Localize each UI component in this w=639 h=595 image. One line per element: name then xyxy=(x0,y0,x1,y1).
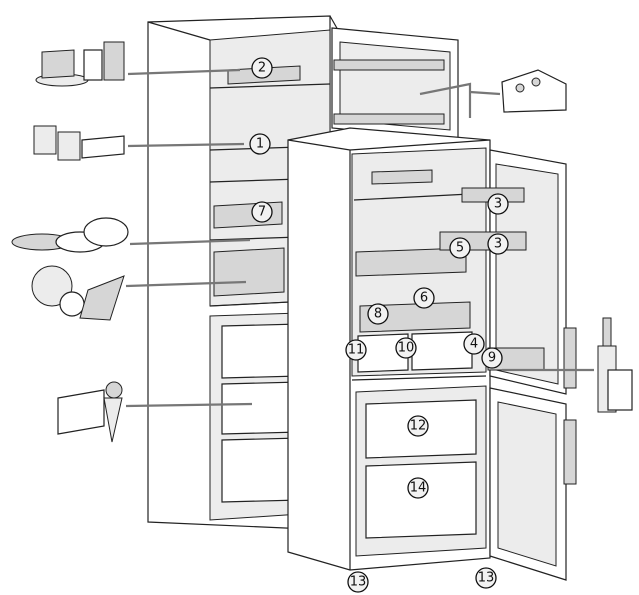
svg-text:1: 1 xyxy=(256,137,264,152)
crisper-10 xyxy=(411,331,473,371)
svg-text:3: 3 xyxy=(494,237,502,252)
vegetables-icon xyxy=(31,265,125,321)
svg-text:14: 14 xyxy=(410,481,427,496)
callout-8: 8 xyxy=(367,303,389,325)
callout-5: 5 xyxy=(449,237,471,259)
front-appliance xyxy=(287,127,577,581)
fridge-door-handle xyxy=(563,327,577,389)
callout-4: 4 xyxy=(463,333,485,355)
callout-10: 10 xyxy=(395,337,417,359)
callout-13-right: 13 xyxy=(475,567,497,589)
callout-13-left: 13 xyxy=(347,571,369,593)
callout-1: 1 xyxy=(249,133,271,155)
svg-text:12: 12 xyxy=(410,419,427,434)
svg-text:10: 10 xyxy=(398,341,415,356)
svg-text:11: 11 xyxy=(348,343,365,358)
ice-cream-icon xyxy=(57,381,123,443)
svg-text:8: 8 xyxy=(374,307,382,322)
crisper-left xyxy=(213,247,285,297)
callout-2: 2 xyxy=(251,57,273,79)
svg-text:3: 3 xyxy=(494,197,502,212)
top-light xyxy=(371,169,433,185)
svg-text:5: 5 xyxy=(456,241,464,256)
bottles-icon xyxy=(597,317,633,413)
glass-shelf xyxy=(355,247,467,277)
svg-text:9: 9 xyxy=(488,351,496,366)
leader-lines xyxy=(125,68,594,408)
callout-3-top: 3 xyxy=(487,193,509,215)
svg-text:13: 13 xyxy=(478,571,495,586)
callout-6: 6 xyxy=(413,287,435,309)
callout-14: 14 xyxy=(407,477,429,499)
callout-11: 11 xyxy=(345,339,367,361)
callout-12: 12 xyxy=(407,415,429,437)
svg-text:4: 4 xyxy=(470,337,478,352)
fish-pot-icon xyxy=(11,217,129,253)
svg-text:7: 7 xyxy=(258,205,266,220)
svg-text:13: 13 xyxy=(350,575,367,590)
svg-text:2: 2 xyxy=(258,61,266,76)
freezer-door-handle xyxy=(563,419,577,485)
callout-9: 9 xyxy=(481,347,503,369)
svg-text:6: 6 xyxy=(420,291,428,306)
callout-7: 7 xyxy=(251,201,273,223)
freezer-drawer-14 xyxy=(365,461,477,539)
cheese-icon xyxy=(501,69,567,113)
yogurt-butter-icon xyxy=(33,125,125,161)
cake-jars-icon xyxy=(35,41,125,87)
callout-3-mid: 3 xyxy=(487,233,509,255)
